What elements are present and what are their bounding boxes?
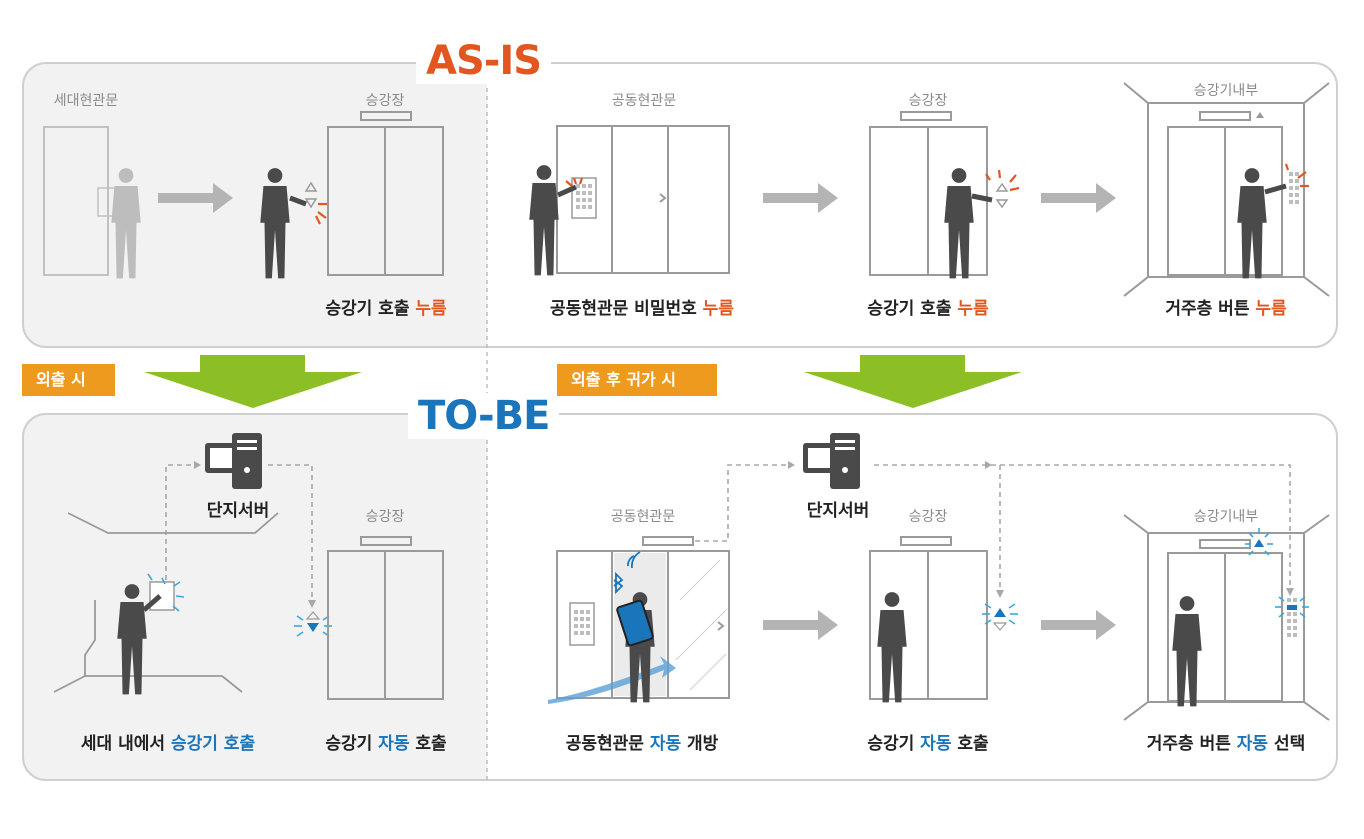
man-hall-2 <box>944 168 974 279</box>
man-wallpad <box>117 584 147 695</box>
label-hall-2: 승강장 <box>908 93 948 109</box>
to-be-caption-3: 공동현관문 자동 개방 <box>565 734 719 754</box>
flow-arrow-2 <box>763 183 838 213</box>
press-burst-2 <box>565 177 584 187</box>
to-be-caption-5: 거주층 버튼 자동 선택 <box>1146 734 1306 754</box>
as-is-caption-1: 승강기 호출 누름 <box>325 299 447 319</box>
walking-man-faded <box>111 168 141 279</box>
elevator-cabin-1 <box>1123 82 1330 297</box>
label-cabin-2: 승강기내부 <box>1193 509 1259 525</box>
elevator-cabin-2 <box>1123 514 1330 721</box>
tag-going-out: 외출 시 <box>22 364 115 396</box>
as-is-panel <box>22 62 1338 348</box>
elevator-door-1 <box>327 111 444 276</box>
as-is-left-shade <box>22 62 487 348</box>
man-cabin-2 <box>1172 596 1202 707</box>
man-pressing-call <box>260 168 290 279</box>
signal-burst-5 <box>1275 596 1309 618</box>
room-lines <box>53 512 279 693</box>
flow-arrow-5 <box>1041 610 1116 640</box>
label-server-2: 단지서버 <box>806 501 870 521</box>
bluetooth-signal <box>613 551 641 595</box>
label-server-1: 단지서버 <box>206 501 270 521</box>
elevator-door-4 <box>869 536 988 700</box>
smartphone <box>616 599 654 647</box>
green-arrow-right <box>804 355 1022 408</box>
signal-burst-4 <box>1245 528 1273 556</box>
as-is-caption-2: 공동현관문 비밀번호 누름 <box>550 299 734 319</box>
server-computer-2 <box>803 433 860 489</box>
signal-burst-3 <box>982 603 1018 625</box>
man-keypad <box>529 165 559 276</box>
to-be-caption-2: 승강기 자동 호출 <box>325 734 447 754</box>
wall-pad <box>149 581 175 611</box>
man-cabin-1 <box>1237 168 1267 279</box>
label-cabin-1: 승강기내부 <box>1193 83 1259 99</box>
label-unit-door: 세대현관문 <box>53 93 119 109</box>
motion-swoosh <box>548 656 676 704</box>
server-link-1 <box>165 464 313 605</box>
flow-arrow-3 <box>1041 183 1116 213</box>
label-common-door-2: 공동현관문 <box>610 509 676 525</box>
as-is-title: AS-IS <box>416 38 552 84</box>
to-be-caption-4: 승강기 자동 호출 <box>867 734 989 754</box>
unit-door <box>43 126 119 276</box>
to-be-caption-1: 세대 내에서 승강기 호출 <box>80 734 256 754</box>
signal-burst-1 <box>147 573 185 612</box>
label-common-door: 공동현관문 <box>611 93 677 109</box>
man-hall-4 <box>877 592 907 703</box>
press-burst-4 <box>1284 163 1309 188</box>
to-be-panel <box>22 413 1338 781</box>
as-is-caption-3: 승강기 호출 누름 <box>867 299 989 319</box>
press-burst-1 <box>315 202 328 225</box>
flow-arrow-4 <box>763 610 838 640</box>
label-hall-1: 승강장 <box>365 93 405 109</box>
server-link-2 <box>695 464 1291 594</box>
server-computer-1 <box>205 433 262 489</box>
flow-arrow-1 <box>158 183 233 213</box>
label-hall-4: 승강장 <box>908 509 948 525</box>
to-be-title: TO-BE <box>408 393 560 439</box>
common-entrance-door <box>556 125 730 274</box>
press-burst-3 <box>985 169 1020 192</box>
tag-coming-home: 외출 후 귀가 시 <box>557 364 717 396</box>
as-is-caption-4: 거주층 버튼 누름 <box>1165 299 1287 319</box>
green-arrow-left <box>144 355 362 408</box>
elevator-door-3 <box>327 536 444 700</box>
label-hall-3: 승강장 <box>365 509 405 525</box>
